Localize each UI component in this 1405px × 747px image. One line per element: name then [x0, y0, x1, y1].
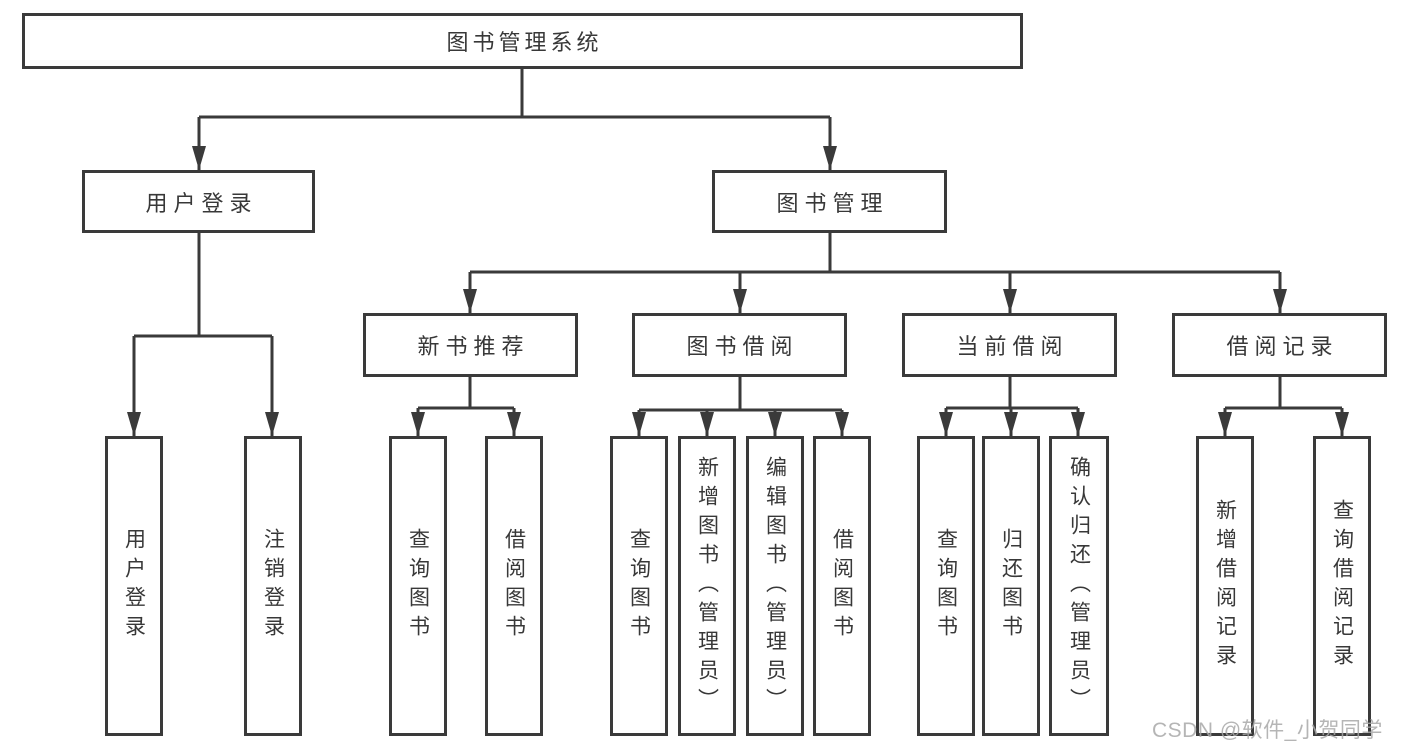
- node-label: 图书管理系统: [446, 30, 603, 55]
- leaf-user-login: 用户登录: [105, 436, 163, 736]
- node-label: 图书管理: [776, 190, 889, 216]
- node-label: 新书推荐: [417, 334, 530, 359]
- leaf-query-books-current: 查询图书: [917, 436, 975, 736]
- leaf-label: 借阅图书: [502, 528, 526, 644]
- leaf-query-borrow-record: 查询借阅记录: [1313, 436, 1371, 736]
- leaf-borrow-books: 借阅图书: [813, 436, 871, 736]
- node-library-management-system: 图书管理系统: [22, 13, 1023, 69]
- leaf-label: 确认归还（管理员）: [1067, 455, 1091, 717]
- node-user-login: 用户登录: [82, 170, 315, 233]
- leaf-add-books-admin: 新增图书（管理员）: [678, 436, 736, 736]
- node-new-book-recommend: 新书推荐: [363, 313, 578, 377]
- leaf-label: 编辑图书（管理员）: [763, 455, 787, 717]
- leaf-label: 新增图书（管理员）: [695, 455, 719, 717]
- watermark: CSDN @软件_小贺同学: [1152, 719, 1383, 742]
- leaf-label: 借阅图书: [830, 528, 854, 644]
- node-label: 借阅记录: [1226, 334, 1339, 359]
- leaf-query-books-borrow: 查询图书: [610, 436, 668, 736]
- leaf-return-books: 归还图书: [982, 436, 1040, 736]
- leaf-label: 用户登录: [122, 528, 146, 644]
- leaf-label: 查询借阅记录: [1330, 499, 1354, 673]
- leaf-query-books-recommend: 查询图书: [389, 436, 447, 736]
- leaf-label: 查询图书: [934, 528, 958, 644]
- leaf-logout-login: 注销登录: [244, 436, 302, 736]
- node-label: 当前借阅: [956, 334, 1069, 359]
- leaf-add-borrow-record: 新增借阅记录: [1196, 436, 1254, 736]
- node-label: 图书借阅: [686, 334, 799, 359]
- leaf-confirm-return-admin: 确认归还（管理员）: [1049, 436, 1109, 736]
- node-book-borrow: 图书借阅: [632, 313, 847, 377]
- leaf-label: 归还图书: [999, 528, 1023, 644]
- node-book-management: 图书管理: [712, 170, 947, 233]
- node-label: 用户登录: [145, 190, 258, 216]
- leaf-label: 新增借阅记录: [1213, 499, 1237, 673]
- node-borrow-records: 借阅记录: [1172, 313, 1387, 377]
- leaf-label: 查询图书: [627, 528, 651, 644]
- leaf-label: 注销登录: [261, 528, 285, 644]
- leaf-label: 查询图书: [406, 528, 430, 644]
- node-current-borrow: 当前借阅: [902, 313, 1117, 377]
- leaf-edit-books-admin: 编辑图书（管理员）: [746, 436, 804, 736]
- leaf-borrow-books-recommend: 借阅图书: [485, 436, 543, 736]
